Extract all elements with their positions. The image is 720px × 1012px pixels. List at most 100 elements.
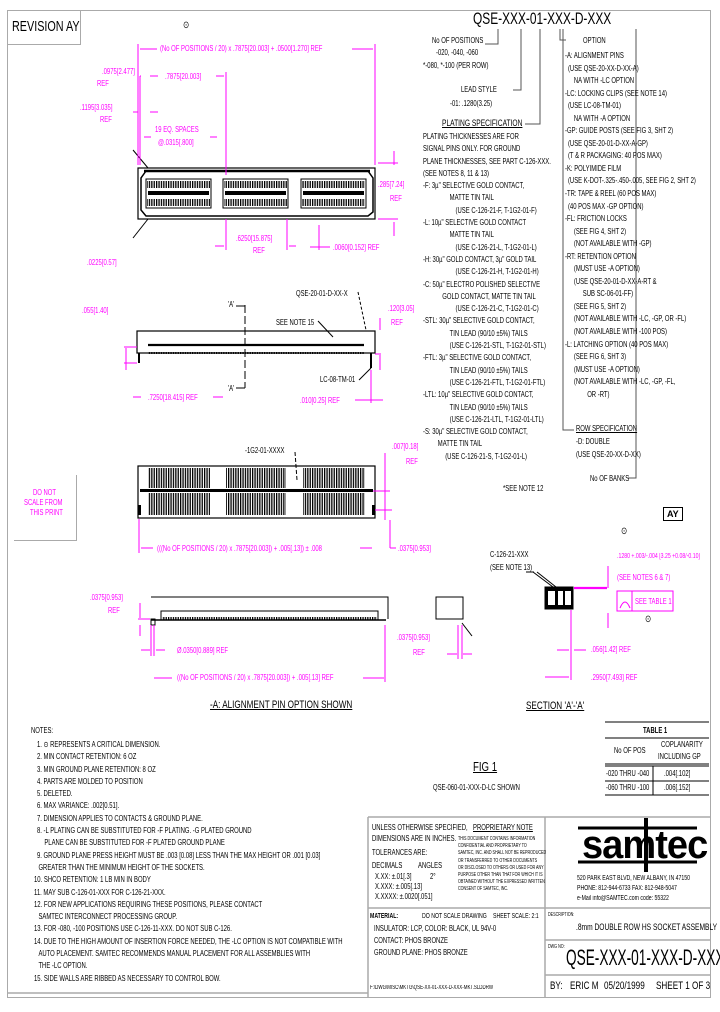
text-line: 3. MIN GROUND PLANE RETENTION: 8 OZ: [36, 764, 156, 774]
tolerance-value: X.XXXX: ±.0020[.051]: [375, 892, 433, 901]
critical-symbol: ⊙: [645, 614, 652, 625]
text-line: CONSENT OF SAMTEC, INC.: [458, 886, 509, 893]
text-line: OR -RT): [587, 389, 610, 399]
dim-055: .055[1.40]: [82, 306, 109, 315]
text-line: 8. -L PLATING CAN BE SUBSTITUTED FOR -F …: [36, 826, 252, 836]
section-mark-bottom: 'A': [228, 384, 235, 393]
dim-007: .007[0.18]: [392, 442, 419, 451]
proprietary-title: PROPRIETARY NOTE: [473, 823, 533, 832]
text-line: CONFIDENTIAL AND PROPRIETARY TO: [458, 843, 527, 850]
critical-symbol: ⊙: [183, 20, 190, 31]
text-line: PLANE CAN BE SUBSTITUTED FOR -F PLATED G…: [44, 838, 225, 848]
drawing-frame: [7, 10, 711, 998]
dim-0975: .0975[2.477]: [102, 67, 135, 76]
revision-flag: AY: [663, 507, 683, 521]
connector-alignment-pin-view: [150, 596, 389, 626]
connector-bottom-view: [137, 451, 376, 519]
text-line: (NOT AVAILABLE WITH -LC, -GP, -FL,: [573, 377, 676, 387]
dim-pin-0375: .0375[0.953]: [90, 593, 123, 602]
pin-view-caption: -A: ALIGNMENT PIN OPTION SHOWN: [210, 699, 353, 711]
dim-ref: REF: [97, 79, 109, 88]
text-line: (NOT AVAILABLE WITH -GP): [573, 239, 652, 249]
decimals-label: DECIMALS: [372, 861, 403, 870]
table-header: COPLANARITY: [661, 740, 703, 749]
dim-lead-note: (SEE NOTES 6 & 7): [617, 573, 671, 582]
option-title: OPTION: [583, 36, 606, 45]
part-number-header: QSE-XXX-01-XXX-D-XXX: [473, 9, 612, 28]
connector-top-view: [132, 149, 376, 239]
dim-1195: .1195[3.035]: [80, 103, 113, 112]
positions-value: -020, -040, -060: [436, 48, 479, 57]
dim-2950: .2950[7.493] REF: [591, 673, 638, 682]
text-line: (SEE FIG 5, SHT 2): [573, 301, 627, 311]
text-line: 2. MIN CONTACT RETENTION: 6 OZ: [36, 752, 137, 762]
clip-callout: LC-08-TM-01: [320, 375, 356, 384]
do-not-scale-text: THIS PRINT: [30, 508, 63, 517]
dim-lead: .1280 +.003/-.004 [3.25 +0.08/-0.10]: [617, 553, 700, 560]
text-line: -C: 50µ" ELECTRO POLISHED SELECTIVE: [423, 279, 541, 289]
address-line: PHONE: 812-944-6733 FAX: 812-948-5047: [577, 885, 677, 892]
revision-box: [7, 10, 81, 45]
dim-eq-spaces-pitch: @.0315[.800]: [158, 138, 194, 147]
lead-style-value: -01: .1280(3.25): [450, 99, 493, 108]
table-cell: -060 THRU -100: [606, 783, 650, 792]
ground-plane-callout: -1G2-01-XXXX: [245, 446, 285, 455]
text-line: GREATER THAN THE MINIMUM HEIGHT OF THE S…: [38, 862, 205, 872]
text-line: (USE K-DOT-.325-.450-.005, SEE FIG 2, SH…: [567, 176, 696, 186]
dim-0225: .0225[0.57]: [87, 258, 117, 267]
text-line: SAMTEC, INC. AND SHALL NOT BE REPRODUCED: [458, 850, 547, 857]
text-line: -STL: 30µ" SELECTIVE GOLD CONTACT,: [423, 316, 535, 326]
text-line: 11. MAY SUB C-126-01-XXX FOR C-126-21-XX…: [34, 887, 166, 897]
dim-eq-spaces: 19 EQ. SPACES: [155, 125, 199, 134]
section-mark-top: 'A': [228, 300, 235, 309]
text-line: TIN LEAD (90/10 ±5%) TAILS: [449, 328, 528, 338]
do-not-scale-text: SCALE FROM: [24, 498, 63, 507]
by-label: BY:: [550, 980, 563, 992]
dwg-no-label: DWG NO:: [548, 944, 565, 950]
text-line: -L: 10µ" SELECTIVE GOLD CONTACT: [423, 218, 527, 228]
text-line: -GP: GUIDE POSTS (SEE FIG 3, SHT 2): [565, 126, 674, 136]
text-line: THE -LC OPTION.: [38, 961, 88, 971]
see-note-15: SEE NOTE 15: [276, 318, 315, 327]
sheet-number: SHEET 1 OF 3: [656, 980, 711, 992]
text-line: -RT: RETENTION OPTION: [565, 251, 636, 261]
file-path: F:\DWG\MISC\MKTG\QSE-XX-01-XXX-D-XXX-MKT…: [370, 985, 494, 991]
dim-gap: .0060[0.152] REF: [333, 243, 380, 252]
samtec-logo: samtec: [582, 823, 708, 867]
dim-ref: REF: [391, 318, 403, 327]
text-line: (NOT AVAILABLE WITH -100 POS): [573, 327, 667, 337]
text-line: (NOT AVAILABLE WITH -LC, -GP, OR -FL): [573, 314, 687, 324]
dim-pin-overall: ((No OF POSITIONS / 20) x .7875[20.003])…: [177, 673, 334, 682]
text-line: (USE C-126-21-LTL, T-1G2-01-LTL): [449, 414, 544, 424]
date: 05/20/1999: [604, 980, 645, 992]
text-line: NA WITH -LC OPTION: [573, 76, 635, 86]
plating-title: PLATING SPECIFICATION: [442, 118, 523, 128]
critical-symbol: ⊙: [621, 526, 628, 537]
row-spec-title: ROW SPECIFICATION: [576, 424, 638, 433]
material-line: INSULATOR: LCP, COLOR: BLACK, UL 94V-0: [374, 924, 497, 933]
material-line: GROUND PLANE: PHOS BRONZE: [374, 948, 468, 957]
dim-height: .285[7.24]: [378, 180, 405, 189]
table-cell: .004[.102]: [664, 769, 691, 778]
table-cell: -020 THRU -040: [606, 769, 650, 778]
text-line: SIGNAL PINS ONLY. FOR GROUND: [423, 144, 521, 154]
positions-title: No OF POSITIONS: [432, 36, 484, 45]
text-line: 9. GROUND PLANE PRESS HEIGHT MUST BE .00…: [36, 850, 321, 860]
dim-ref: REF: [253, 246, 265, 255]
sheet-scale: SHEET SCALE: 2:1: [493, 913, 539, 920]
text-line: (USE QSE-20-XX-D-XX-A): [567, 63, 639, 73]
dim-0375: .0375[0.953]: [398, 544, 431, 553]
fig-title: FIG 1: [473, 759, 498, 774]
angles-label: ANGLES: [418, 861, 443, 870]
text-line: PURPOSE OTHER THAN THAT FOR WHICH IT IS: [458, 872, 543, 879]
text-line: (SEE FIG 4, SHT 2): [573, 226, 627, 236]
tolerances-label: TOLERANCES ARE:: [372, 848, 428, 857]
do-not-scale-text: DO NOT: [33, 488, 57, 497]
notes-title: NOTES:: [31, 726, 54, 735]
text-line: -FTL: 3µ" SELECTIVE GOLD CONTACT,: [423, 353, 532, 363]
text-line: (USE C-126-21-F, T-1G2-01-F): [455, 205, 537, 215]
text-line: -LTL: 10µ" SELECTIVE GOLD CONTACT,: [423, 390, 534, 400]
text-line: AUTO PLACEMENT. SAMTEC RECOMMENDS MANUAL…: [38, 949, 311, 959]
